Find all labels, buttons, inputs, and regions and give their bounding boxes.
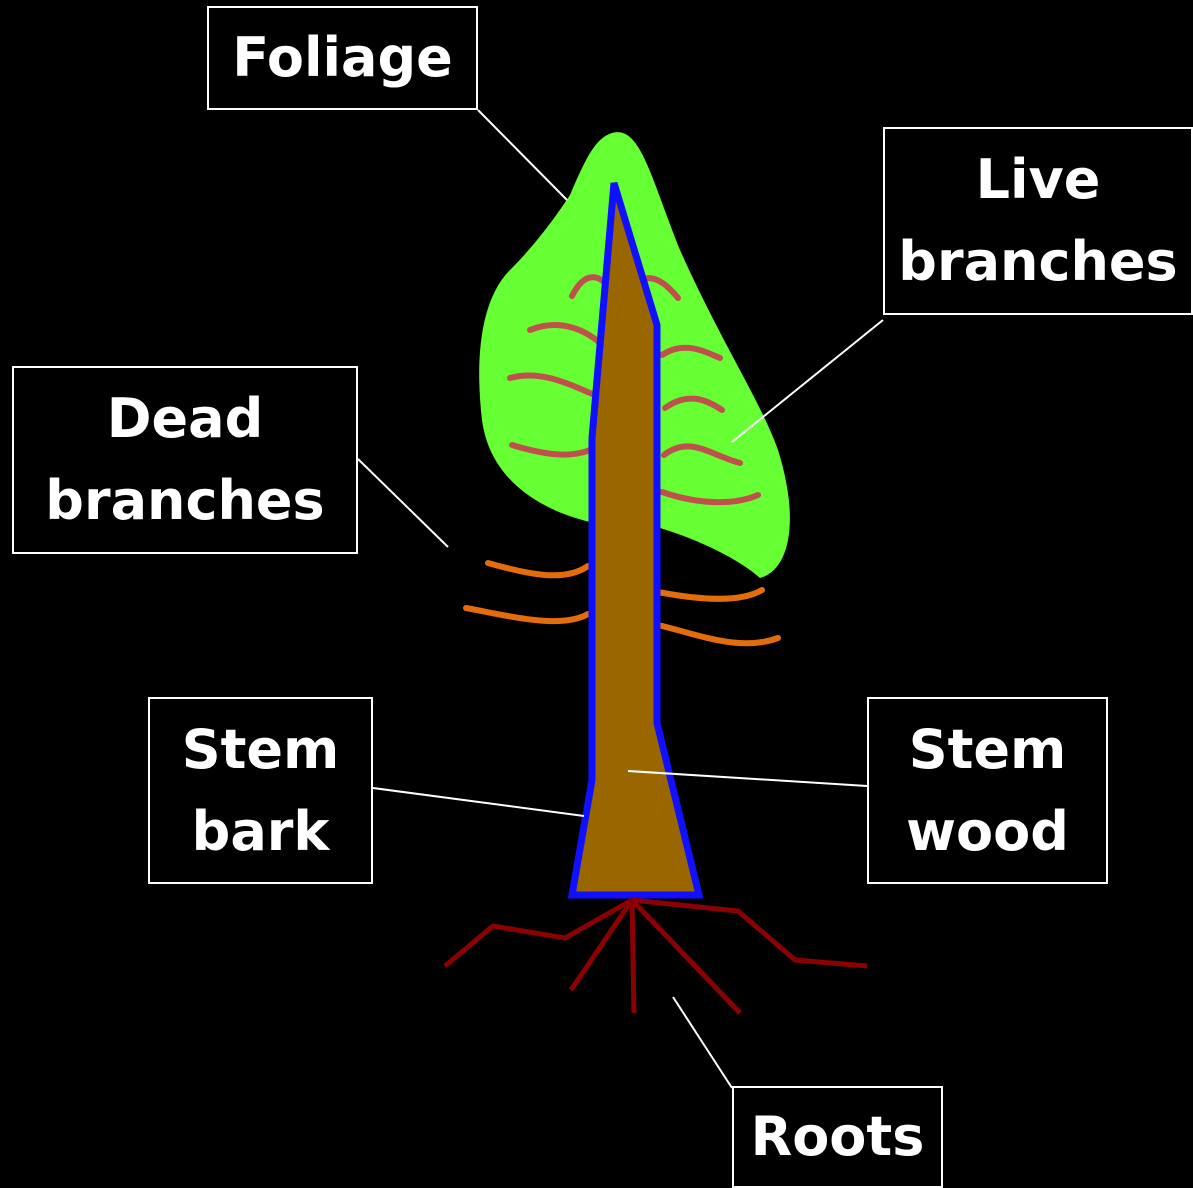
label-live-branches: Live branches <box>883 127 1193 315</box>
label-dead-branches-line-2: branches <box>45 460 324 542</box>
label-roots: Roots <box>732 1086 943 1188</box>
label-stem-bark: Stem bark <box>148 697 373 884</box>
root <box>632 900 634 1013</box>
label-stem-wood: Stem wood <box>867 697 1108 884</box>
label-dead-branches: Dead branches <box>12 366 358 554</box>
label-stem-wood-line-2: wood <box>906 791 1069 873</box>
label-foliage-line-1: Foliage <box>232 17 453 99</box>
label-live-branches-line-2: branches <box>898 221 1177 303</box>
label-stem-wood-line-1: Stem <box>909 709 1067 791</box>
label-dead-branches-line-1: Dead <box>107 378 264 460</box>
label-live-branches-line-1: Live <box>976 139 1101 221</box>
label-roots-line-1: Roots <box>751 1096 925 1178</box>
label-stem-bark-line-2: bark <box>192 791 330 873</box>
label-foliage: Foliage <box>207 6 478 110</box>
label-stem-bark-line-1: Stem <box>182 709 340 791</box>
